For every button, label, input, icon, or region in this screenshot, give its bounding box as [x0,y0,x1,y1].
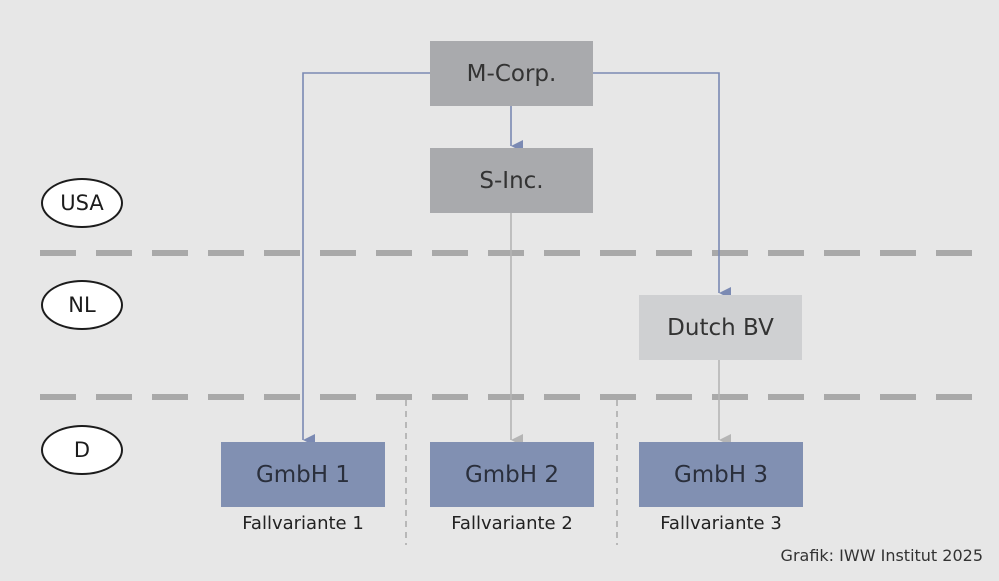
entity-dutch-bv-label: Dutch BV [667,314,774,341]
caption-variant-2: Fallvariante 2 [451,513,573,534]
country-usa: USA [41,178,123,228]
entity-gmbh-2: GmbH 2 [430,442,594,507]
country-d-label: D [73,438,91,462]
country-d: D [41,425,123,475]
entity-gmbh-2-label: GmbH 2 [464,461,560,488]
entity-gmbh-1: GmbH 1 [221,442,385,507]
entity-gmbh-1-label: GmbH 1 [255,461,351,488]
caption-variant-3: Fallvariante 3 [660,513,782,534]
entity-s-inc-label: S-Inc. [479,167,544,194]
country-usa-label: USA [60,191,104,215]
arrow-mcorp-to-gmbh1 [302,72,430,446]
image-credit: Grafik: IWW Institut 2025 [780,546,983,565]
entity-gmbh-3-label: GmbH 3 [673,461,769,488]
entity-s-inc: S-Inc. [430,148,593,213]
arrow-mcorp-to-dutchbv [593,72,731,299]
country-nl: NL [41,280,123,330]
country-nl-label: NL [68,293,96,317]
caption-variant-1: Fallvariante 1 [242,513,364,534]
entity-gmbh-3: GmbH 3 [639,442,803,507]
entity-dutch-bv: Dutch BV [639,295,802,360]
entity-m-corp: M-Corp. [430,41,593,106]
entity-m-corp-label: M-Corp. [466,60,557,87]
